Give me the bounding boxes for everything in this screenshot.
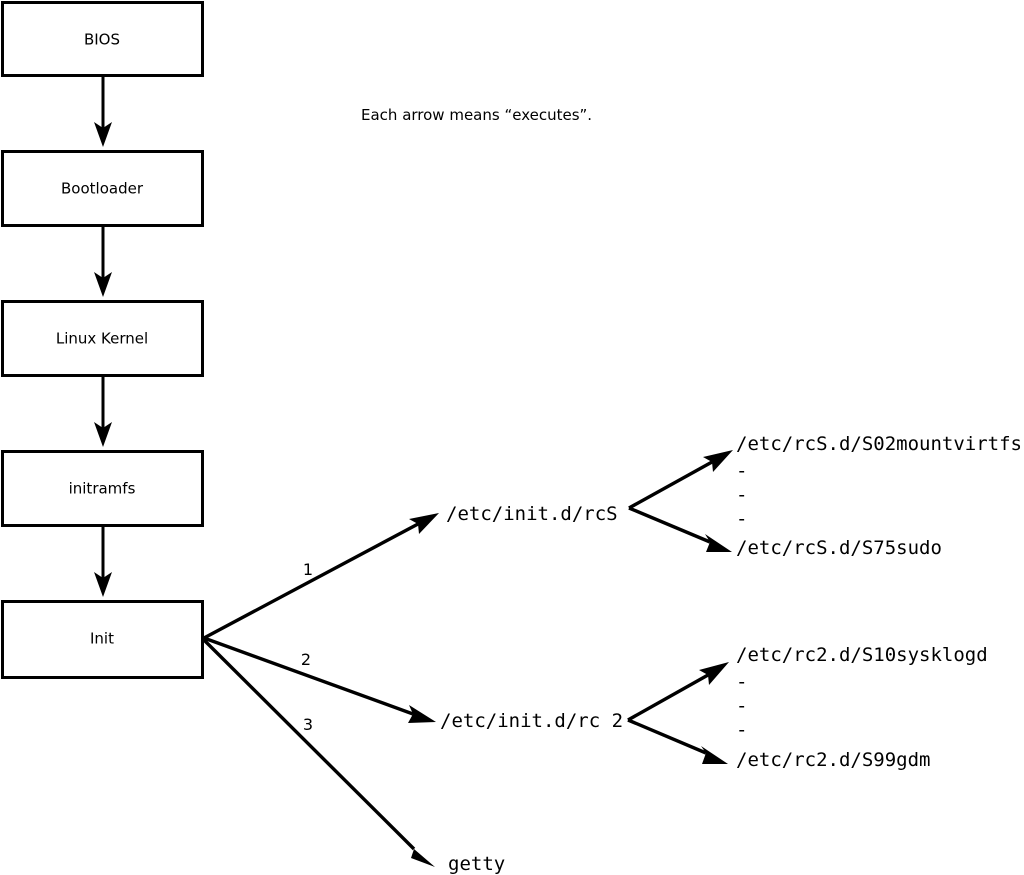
arrow-bootloader-to-kernel [94,226,112,297]
rcs-child-first-label[interactable]: /etc/rcS.d/S02mountvirtfs [736,433,1022,455]
arrowhead-rcs-last [705,534,732,552]
arrowhead-initramfs-init [94,572,112,597]
node-bootloader-rect [1,150,204,227]
arrow-bios-to-bootloader [94,76,112,147]
rc2-ellipsis-dash-2: - [736,695,747,717]
node-linux-kernel-rect [1,300,204,377]
rc2-child-last-label[interactable]: /etc/rc2.d/S99gdm [736,749,930,771]
arrowhead-init-getty [407,843,435,867]
arrow-rcs-to-first-child [628,450,733,510]
rc2-ellipsis-dash-1: - [736,671,747,693]
arrow-rcs-to-last-child [628,506,732,552]
node-init-rect [1,600,204,679]
node-initramfs[interactable]: initramfs [1,450,204,527]
arrowhead-bios-bootloader [94,122,112,147]
node-bootloader[interactable]: Bootloader [1,150,204,227]
node-initramfs-label: initramfs [69,480,136,498]
script-node-getty-label[interactable]: getty [448,853,505,875]
arrow-rc2-to-last-child [627,718,728,764]
diagram-caption: Each arrow means “executes”. [361,106,592,124]
rc2-child-first-label[interactable]: /etc/rc2.d/S10sysklogd [736,644,988,666]
node-bios-rect [1,1,204,77]
node-bios-label: BIOS [84,31,120,49]
arrowhead-rcs-first [703,450,733,472]
rcs-child-last-label[interactable]: /etc/rcS.d/S75sudo [736,537,942,559]
rcs-ellipsis-dash-1: - [736,460,747,482]
arrowhead-bootloader-kernel [94,272,112,297]
node-bios[interactable]: BIOS [1,1,204,77]
script-node-rc2-label[interactable]: /etc/init.d/rc 2 [440,710,623,732]
rcs-ellipsis-dash-2: - [736,484,747,506]
arrowhead-rc2-last [701,746,728,764]
script-node-rcs-label[interactable]: /etc/init.d/rcS [446,503,618,525]
node-init[interactable]: Init [1,600,204,679]
arrow-init-to-rcs [203,513,439,640]
rcs-ellipsis-dash-3: - [736,508,747,530]
arrow-init-to-rc2 [203,636,436,723]
node-bootloader-label: Bootloader [61,180,144,198]
edge-label-2: 2 [301,650,311,669]
arrow-rc2-to-first-child [627,662,729,722]
node-init-label: Init [90,630,114,648]
arrow-init-to-getty [202,638,435,867]
node-linux-kernel-label: Linux Kernel [56,330,148,348]
arrow-kernel-to-initramfs [94,376,112,447]
arrow-initramfs-to-init [94,526,112,597]
edge-label-1: 1 [303,560,313,579]
arrowhead-init-rc2 [408,705,436,723]
edge-label-3: 3 [303,715,313,734]
rc2-ellipsis-dash-3: - [736,719,747,741]
node-initramfs-rect [1,450,204,527]
node-linux-kernel[interactable]: Linux Kernel [1,300,204,377]
arrowhead-rc2-first [699,662,729,685]
arrowhead-init-rcs [409,513,439,534]
arrowhead-kernel-initramfs [94,422,112,447]
